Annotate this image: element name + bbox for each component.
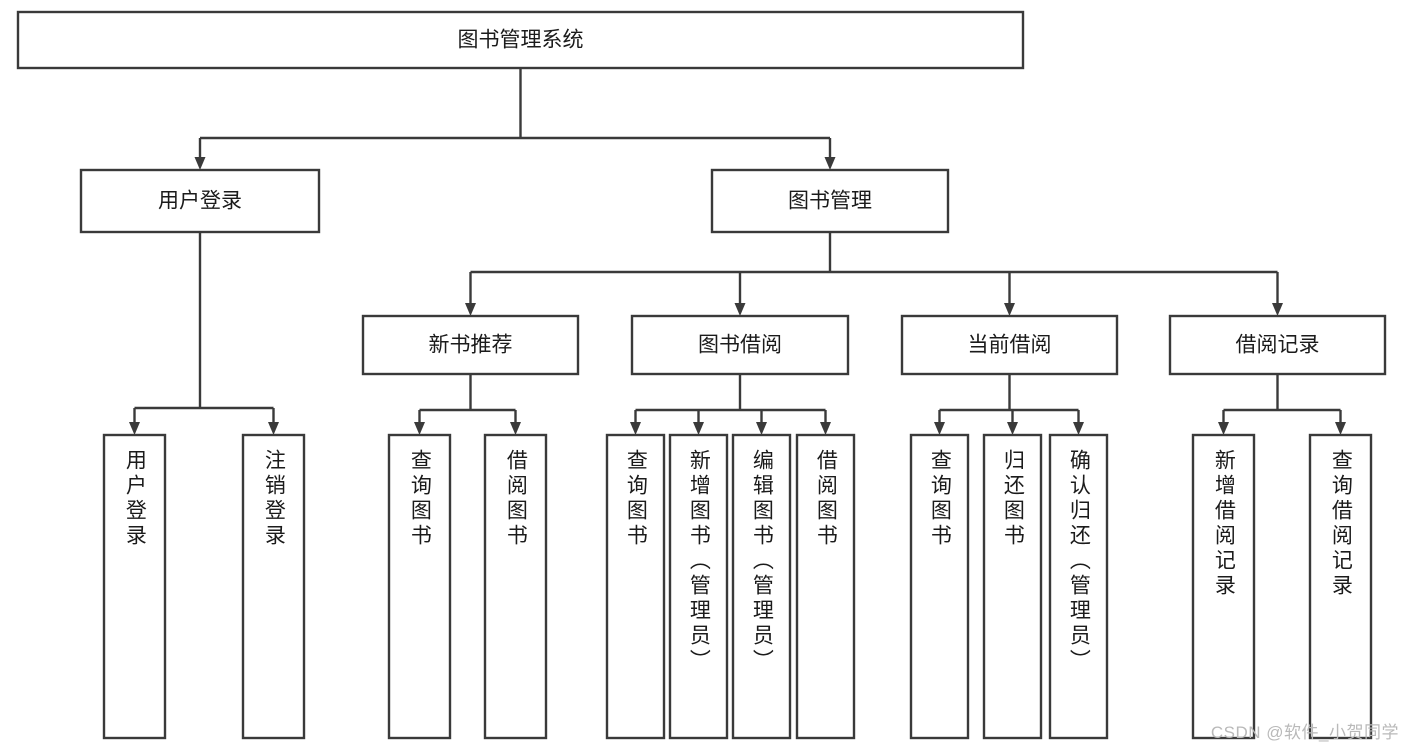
node-box-leaf-borrow-book-b [795,433,856,740]
node-box-leaf-user-logout [241,433,306,740]
node-label: 图书管理 [788,190,872,213]
node-box-leaf-add-borrow-record [1191,433,1256,740]
node-box-leaf-borrow-book-a [483,433,548,740]
node-box-leaf-query-book-c [909,433,970,740]
node-box-leaf-query-book-a [387,433,452,740]
node-label: 借阅记录 [1236,334,1320,357]
node-label: 用户登录 [158,190,242,213]
node-box-user-login [79,168,321,234]
node-box-leaf-query-book-b [605,433,666,740]
connector-edges [129,68,1346,435]
node-box-root [16,10,1025,70]
node-box-borrow-record [1168,314,1387,376]
node-box-current-borrow [900,314,1119,376]
node-boxes [16,10,1387,740]
node-box-leaf-confirm-return [1048,433,1109,740]
node-label: 新书推荐 [429,334,513,357]
node-box-leaf-edit-book [731,433,792,740]
node-box-leaf-return-book [982,433,1043,740]
node-box-new-book-recommend [361,314,580,376]
node-label: 图书管理系统 [458,29,584,52]
node-label: 图书借阅 [698,334,782,357]
node-box-leaf-query-borrow-record [1308,433,1373,740]
node-box-leaf-user-login [102,433,167,740]
node-box-book-manage [710,168,950,234]
node-label: 当前借阅 [968,334,1052,357]
node-box-book-borrow [630,314,850,376]
csdn-watermark: CSDN @软件_小贺同学 [1210,723,1399,742]
node-box-leaf-add-book [668,433,729,740]
